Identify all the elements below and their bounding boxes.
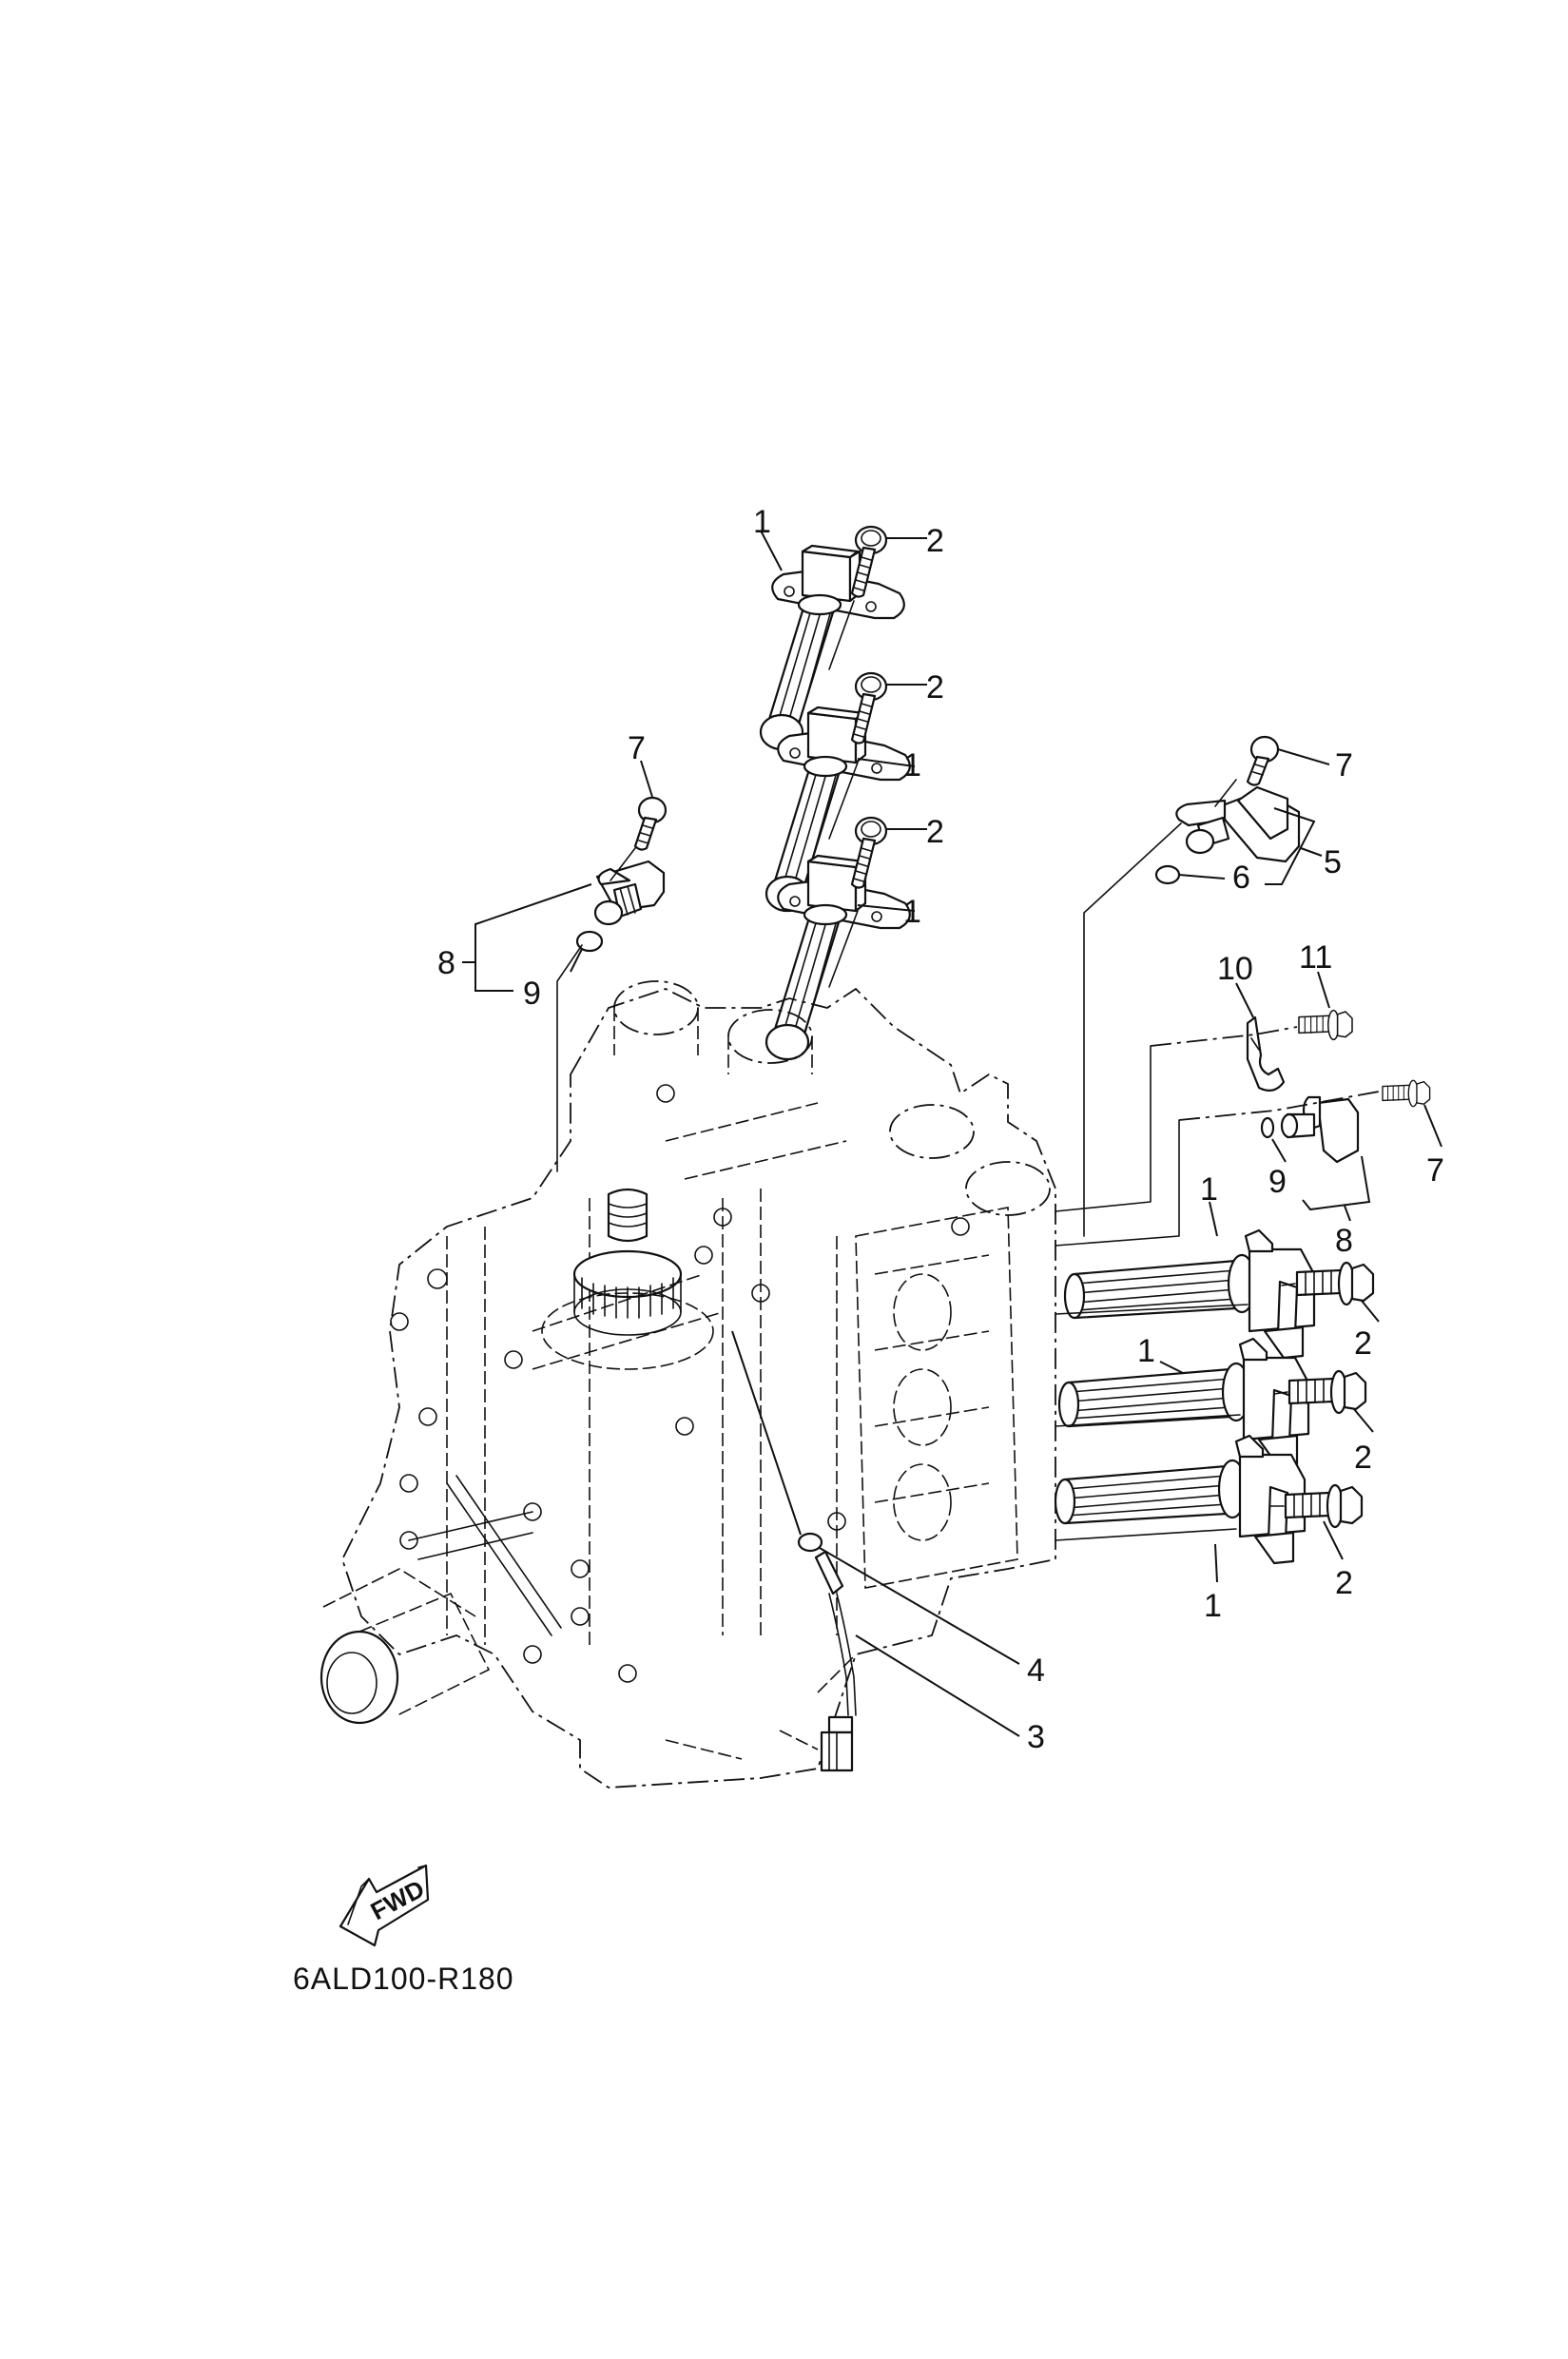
callout-9: 9 xyxy=(1268,1164,1287,1200)
bolt-7 xyxy=(1246,735,1280,786)
o-ring-9 xyxy=(1260,1116,1275,1139)
bolt-11 xyxy=(1298,1009,1353,1041)
drawing-code: 6ALD100-R180 xyxy=(293,1962,514,1996)
temperature-sensor-3 xyxy=(814,1550,857,1772)
callout-1: 1 xyxy=(753,504,771,540)
bolt-2 xyxy=(850,816,888,889)
sensor-assembly-5 xyxy=(1175,785,1301,863)
ignition-coil-1 xyxy=(1063,1228,1316,1360)
callout-2: 2 xyxy=(926,814,944,850)
callout-11: 11 xyxy=(1299,939,1332,976)
callout-3: 3 xyxy=(1027,1719,1045,1755)
callout-2: 2 xyxy=(1354,1325,1372,1362)
engine-block xyxy=(319,980,1056,1789)
gasket-4 xyxy=(797,1532,823,1553)
bolt-7 xyxy=(1382,1079,1431,1108)
callout-2: 2 xyxy=(926,669,944,706)
bolt-7 xyxy=(633,796,668,851)
callout-1: 1 xyxy=(903,894,921,930)
callout-8: 8 xyxy=(1335,1223,1353,1259)
callout-1: 1 xyxy=(1200,1171,1218,1208)
callout-6: 6 xyxy=(1232,860,1250,896)
o-ring-9 xyxy=(575,930,604,953)
callout-8: 8 xyxy=(437,945,455,981)
callout-2: 2 xyxy=(1335,1565,1353,1601)
callout-2: 2 xyxy=(1354,1440,1372,1476)
sensor-assembly-8 xyxy=(593,860,666,926)
callout-7: 7 xyxy=(1426,1152,1444,1189)
sensor-assembly-8 xyxy=(1280,1095,1360,1164)
callout-10: 10 xyxy=(1217,951,1253,987)
clamp-10 xyxy=(1246,1015,1286,1092)
o-ring-6 xyxy=(1154,864,1181,885)
callout-7: 7 xyxy=(628,730,646,766)
callout-1: 1 xyxy=(1204,1588,1222,1624)
callout-4: 4 xyxy=(1027,1653,1045,1689)
bolt-2 xyxy=(850,671,888,744)
callout-7: 7 xyxy=(1335,747,1353,783)
callout-1: 1 xyxy=(1137,1333,1155,1369)
callout-5: 5 xyxy=(1324,844,1342,880)
callout-2: 2 xyxy=(926,523,944,559)
forward-direction-arrow: FWD xyxy=(339,1864,430,1947)
ignition-coil-1 xyxy=(765,854,911,1061)
ignition-coil-1 xyxy=(1057,1337,1310,1468)
callout-9: 9 xyxy=(523,976,541,1012)
ignition-coil-1 xyxy=(1054,1434,1307,1565)
callout-1: 1 xyxy=(903,747,921,783)
